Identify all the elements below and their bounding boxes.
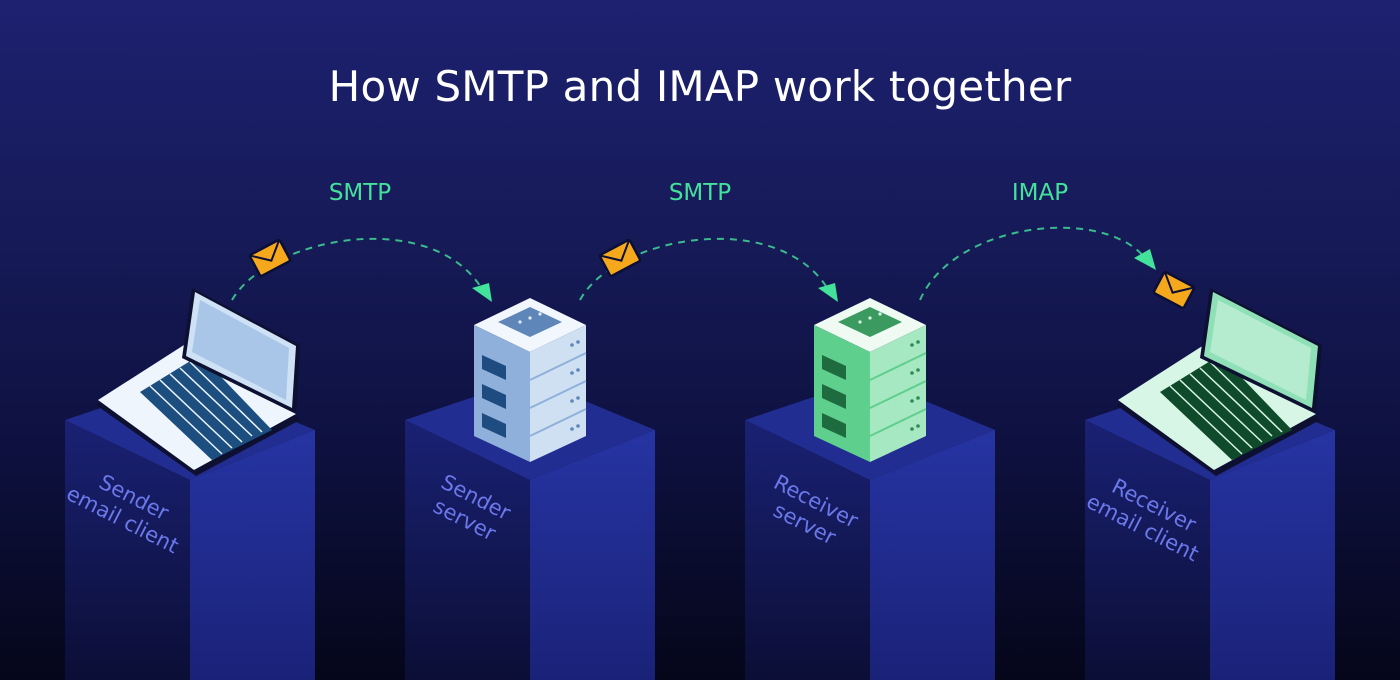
arrow-smtp-1 [231, 237, 492, 302]
server-icon [814, 298, 927, 462]
laptop-icon [96, 288, 300, 476]
arrow-icon [1134, 249, 1156, 270]
protocol-label-smtp-2: SMTP [668, 180, 732, 206]
arrow-icon [818, 283, 838, 302]
arrow-imap [919, 226, 1156, 301]
protocol-label-smtp-1: SMTP [328, 180, 392, 206]
diagram-title: How SMTP and IMAP work together [328, 62, 1072, 111]
server-icon [474, 298, 587, 462]
envelope-icon [248, 238, 292, 278]
protocol-label-imap: IMAP [1011, 180, 1069, 206]
envelope-icon [598, 238, 642, 278]
envelope-icon [1152, 270, 1196, 310]
arrow-icon [472, 283, 492, 302]
arrow-smtp-2 [579, 237, 838, 302]
laptop-icon [1116, 288, 1322, 476]
